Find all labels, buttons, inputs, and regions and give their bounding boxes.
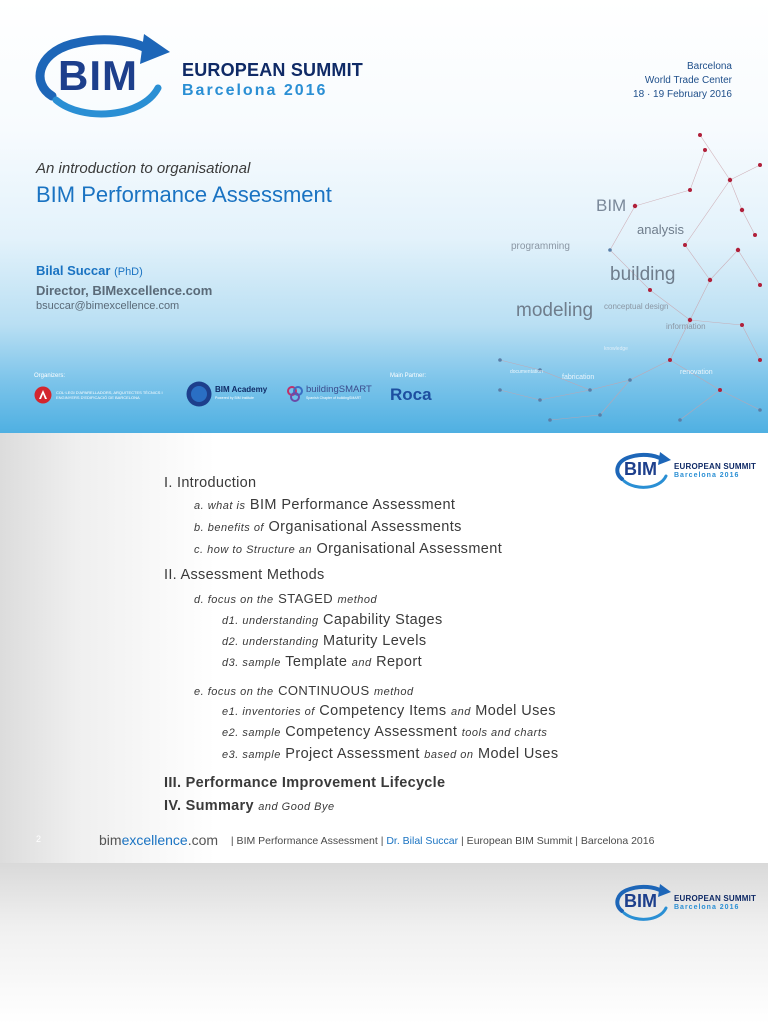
logo-summit-subtitle-small: Barcelona 2016 xyxy=(674,472,740,479)
author-name: Bilal Succar xyxy=(36,263,111,278)
slide-footer: 2 bimexcellence.com | BIM Performance As… xyxy=(0,832,768,852)
organizer-logo-college: COL·LEGI D'APARELLADORS, ARQUITECTES TÈC… xyxy=(34,384,174,406)
intro-line: An introduction to organisational xyxy=(36,160,251,177)
venue-dates: 18 · 19 February 2016 xyxy=(633,89,732,100)
footer-brand: bimexcellence.com xyxy=(99,832,219,848)
cloud-word-information: information xyxy=(666,322,706,331)
logo-bim-mark-small: BIM xyxy=(624,459,657,479)
organizer-buildingsmart-name: buildingSMART xyxy=(306,384,372,395)
cloud-word-fabrication: fabrication xyxy=(562,374,595,381)
organizer-college-name: COL·LEGI D'APARELLADORS, ARQUITECTES TÈC… xyxy=(56,390,163,400)
agenda-item-2d: d. focus on the STAGED method xyxy=(194,591,378,606)
author-role: Director, BIMexcellence.com xyxy=(36,283,213,298)
venue-place: World Trade Center xyxy=(644,75,732,86)
presentation-title: BIM Performance Assessment xyxy=(36,182,332,207)
college-emblem-icon xyxy=(34,386,52,404)
next-slide-preview: BIM EUROPEAN SUMMIT Barcelona 2016 xyxy=(0,863,768,1024)
agenda-item-1a: a. what is BIM Performance Assessment xyxy=(194,497,456,513)
organizers-label: Organizers: xyxy=(34,373,66,379)
agenda-item-d2: d2. understanding Maturity Levels xyxy=(222,633,427,649)
network-graphic xyxy=(498,133,762,422)
author-email: bsuccar@bimexcellence.com xyxy=(36,300,180,312)
buildingsmart-emblem-icon xyxy=(287,386,303,402)
cloud-word-renovation: renovation xyxy=(680,369,713,376)
logo-summit-subtitle-small-2: Barcelona 2016 xyxy=(674,904,740,911)
partner-logo-roca: Roca xyxy=(390,384,432,406)
cloud-word-modeling: modeling xyxy=(516,300,594,321)
title-slide: BIM EUROPEAN SUMMIT Barcelona 2016 Barce… xyxy=(0,0,768,433)
agenda-list: I. Introduction a. what is BIM Performan… xyxy=(0,433,768,863)
cloud-word-building: building xyxy=(610,264,676,285)
organizer-bim-academy-name: BIM Academy xyxy=(215,385,268,394)
partner-label: Main Partner: xyxy=(390,373,427,379)
agenda-item-e3: e3. sample Project Assessment based on M… xyxy=(222,746,559,762)
cloud-word-bim: BIM xyxy=(596,196,627,215)
logo-bim-mark-small-2: BIM xyxy=(624,891,657,911)
author-suffix: (PhD) xyxy=(114,266,143,278)
venue-info: Barcelona World Trade Center 18 · 19 Feb… xyxy=(633,60,732,102)
organizer-buildingsmart-note: Spanish Chapter of buildingSMART xyxy=(306,396,362,400)
organizer-bim-academy-note: Powered by BIM Institute xyxy=(215,396,254,400)
cloud-word-documentation: documentation xyxy=(510,369,543,375)
bim-summit-logo-mark-small xyxy=(615,452,671,489)
agenda-item-d1: d1. understanding Capability Stages xyxy=(222,612,443,628)
agenda-item-e1: e1. inventories of Competency Items and … xyxy=(222,703,556,719)
logo-summit-title-small-2: EUROPEAN SUMMIT xyxy=(674,894,757,903)
cloud-word-programming: programming xyxy=(511,241,570,252)
bim-academy-emblem-icon xyxy=(186,381,212,407)
logo-summit-title: EUROPEAN SUMMIT xyxy=(182,60,364,80)
footer-text: | BIM Performance Assessment | Dr. Bilal… xyxy=(228,835,655,847)
agenda-item-2e: e. focus on the CONTINUOUS method xyxy=(194,683,414,698)
cloud-word-analysis: analysis xyxy=(637,222,684,237)
venue-city: Barcelona xyxy=(686,61,732,72)
agenda-item-1b: b. benefits of Organisational Assessment… xyxy=(194,519,462,535)
logo-bim-mark: BIM xyxy=(58,52,138,99)
page-number: 2 xyxy=(36,834,42,844)
agenda-section-4: IV. Summary and Good Bye xyxy=(164,798,335,814)
agenda-item-e2: e2. sample Competency Assessment tools a… xyxy=(222,724,548,740)
agenda-slide: BIM EUROPEAN SUMMIT Barcelona 2016 I. In… xyxy=(0,433,768,863)
bim-summit-logo-mark-small-2 xyxy=(615,884,671,921)
logo-summit-subtitle: Barcelona 2016 xyxy=(182,82,328,99)
bim-summit-logo-mark xyxy=(35,34,170,118)
logo-summit-title-small: EUROPEAN SUMMIT xyxy=(674,462,757,471)
cloud-word-conceptual-design: conceptual design xyxy=(604,302,669,311)
cloud-word-knowledge: knowledge xyxy=(604,346,628,352)
agenda-item-d3: d3. sample Template and Report xyxy=(222,654,422,670)
organizer-logo-buildingsmart: buildingSMART Spanish Chapter of buildin… xyxy=(286,383,372,405)
agenda-item-1c: c. how to Structure an Organisational As… xyxy=(194,541,503,557)
partner-roca-name: Roca xyxy=(390,385,432,404)
agenda-section-1: I. Introduction xyxy=(164,475,257,491)
agenda-section-3: III. Performance Improvement Lifecycle xyxy=(164,775,446,791)
organizer-logo-bim-academy: BIM Academy Powered by BIM Institute xyxy=(186,381,268,407)
agenda-section-2: II. Assessment Methods xyxy=(164,567,325,583)
author-name-line: Bilal Succar (PhD) xyxy=(36,263,143,278)
